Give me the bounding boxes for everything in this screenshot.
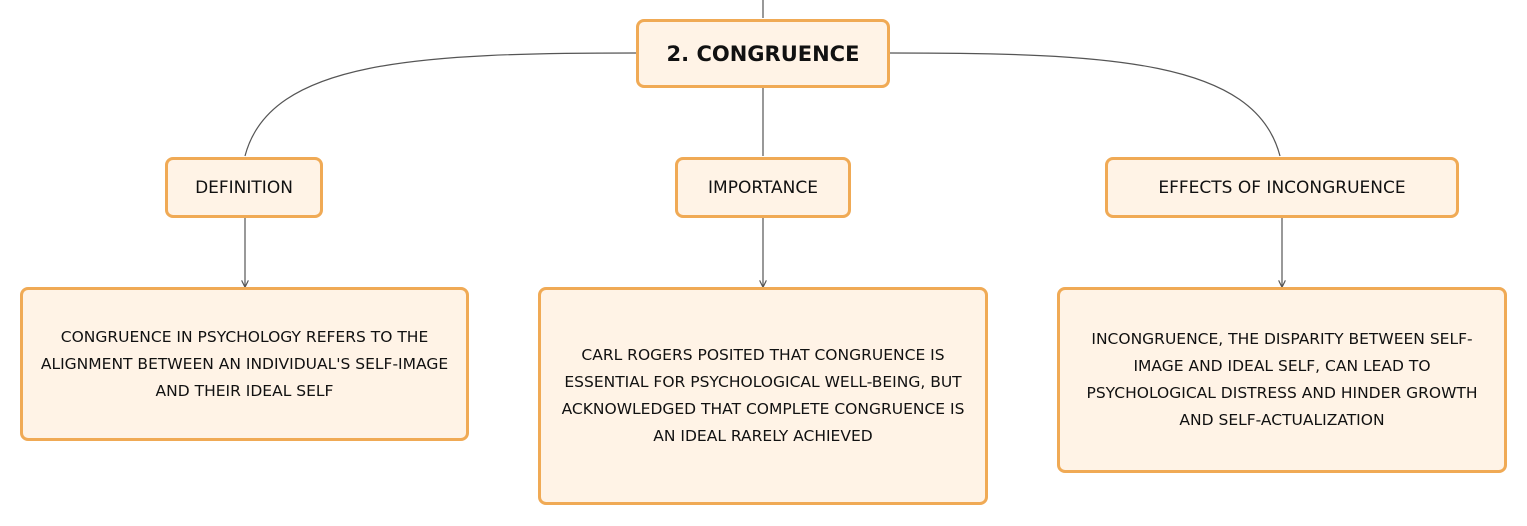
- importance-detail-text: CARL ROGERS POSITED THAT CONGRUENCE IS E…: [561, 346, 965, 445]
- importance-node[interactable]: IMPORTANCE: [675, 157, 851, 218]
- definition-node[interactable]: DEFINITION: [165, 157, 323, 218]
- definition-detail-text: CONGRUENCE IN PSYCHOLOGY REFERS TO THE A…: [40, 327, 449, 400]
- definition-label: DEFINITION: [195, 177, 293, 198]
- root-label: 2. CONGRUENCE: [666, 41, 860, 66]
- effects-detail-text: INCONGRUENCE, THE DISPARITY BETWEEN SELF…: [1086, 330, 1478, 429]
- effects-detail-node[interactable]: INCONGRUENCE, THE DISPARITY BETWEEN SELF…: [1057, 287, 1507, 473]
- definition-detail-node[interactable]: CONGRUENCE IN PSYCHOLOGY REFERS TO THE A…: [20, 287, 469, 441]
- effects-of-incongruence-node[interactable]: EFFECTS OF INCONGRUENCE: [1105, 157, 1459, 218]
- importance-detail-node[interactable]: CARL ROGERS POSITED THAT CONGRUENCE IS E…: [538, 287, 988, 505]
- importance-label: IMPORTANCE: [708, 177, 818, 198]
- connector-root-to-effects: [889, 52, 1281, 157]
- effects-label: EFFECTS OF INCONGRUENCE: [1158, 177, 1406, 198]
- root-node[interactable]: 2. CONGRUENCE: [636, 19, 890, 88]
- connector-root-to-definition: [244, 52, 637, 157]
